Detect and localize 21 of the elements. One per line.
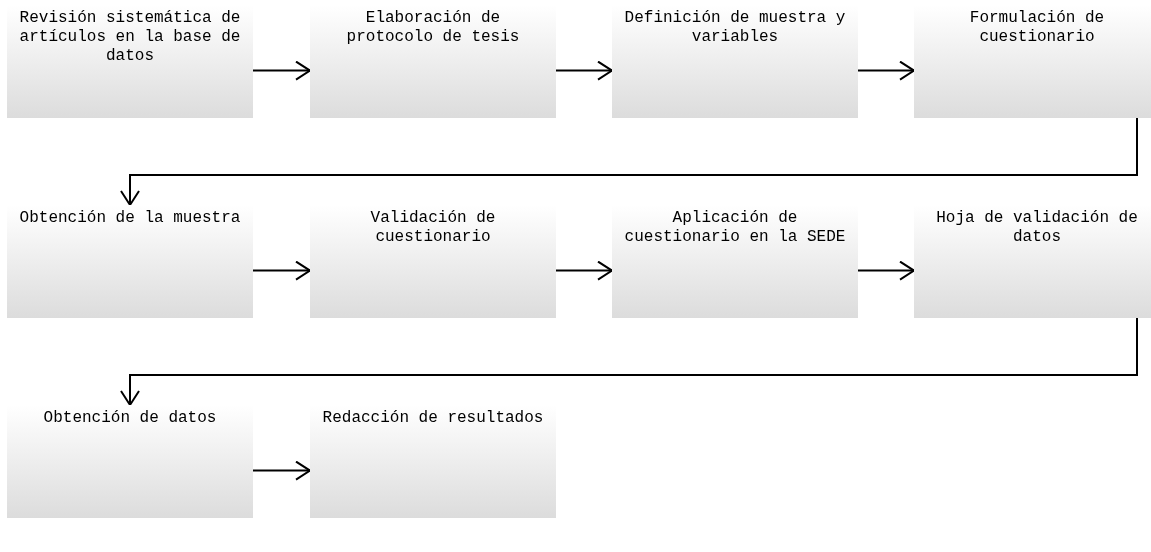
arrow — [252, 60, 311, 81]
arrow — [252, 460, 311, 481]
arrow — [120, 117, 1138, 206]
arrow — [857, 60, 915, 81]
process-box — [7, 205, 253, 318]
step-label: Obtención de la muestra — [18, 209, 242, 228]
step-label: Hoja de validación de datos — [935, 209, 1139, 247]
step-label: Revisión sistemática de artículos en la base de datos — [18, 9, 242, 66]
arrow — [555, 260, 613, 281]
step-label: Formulación de cuestionario — [968, 9, 1106, 47]
step-label: Obtención de datos — [42, 409, 218, 428]
step-label: Elaboración de protocolo de tesis — [345, 9, 521, 47]
arrow — [857, 260, 915, 281]
arrow — [252, 260, 311, 281]
step-label: Definición de muestra y variables — [623, 9, 847, 47]
step-label: Validación de cuestionario — [369, 209, 497, 247]
arrow — [555, 60, 613, 81]
step-label: Redacción de resultados — [321, 409, 545, 428]
arrow — [120, 317, 1138, 406]
step-label: Aplicación de cuestionario en la SEDE — [623, 209, 847, 247]
process-box — [7, 405, 253, 518]
